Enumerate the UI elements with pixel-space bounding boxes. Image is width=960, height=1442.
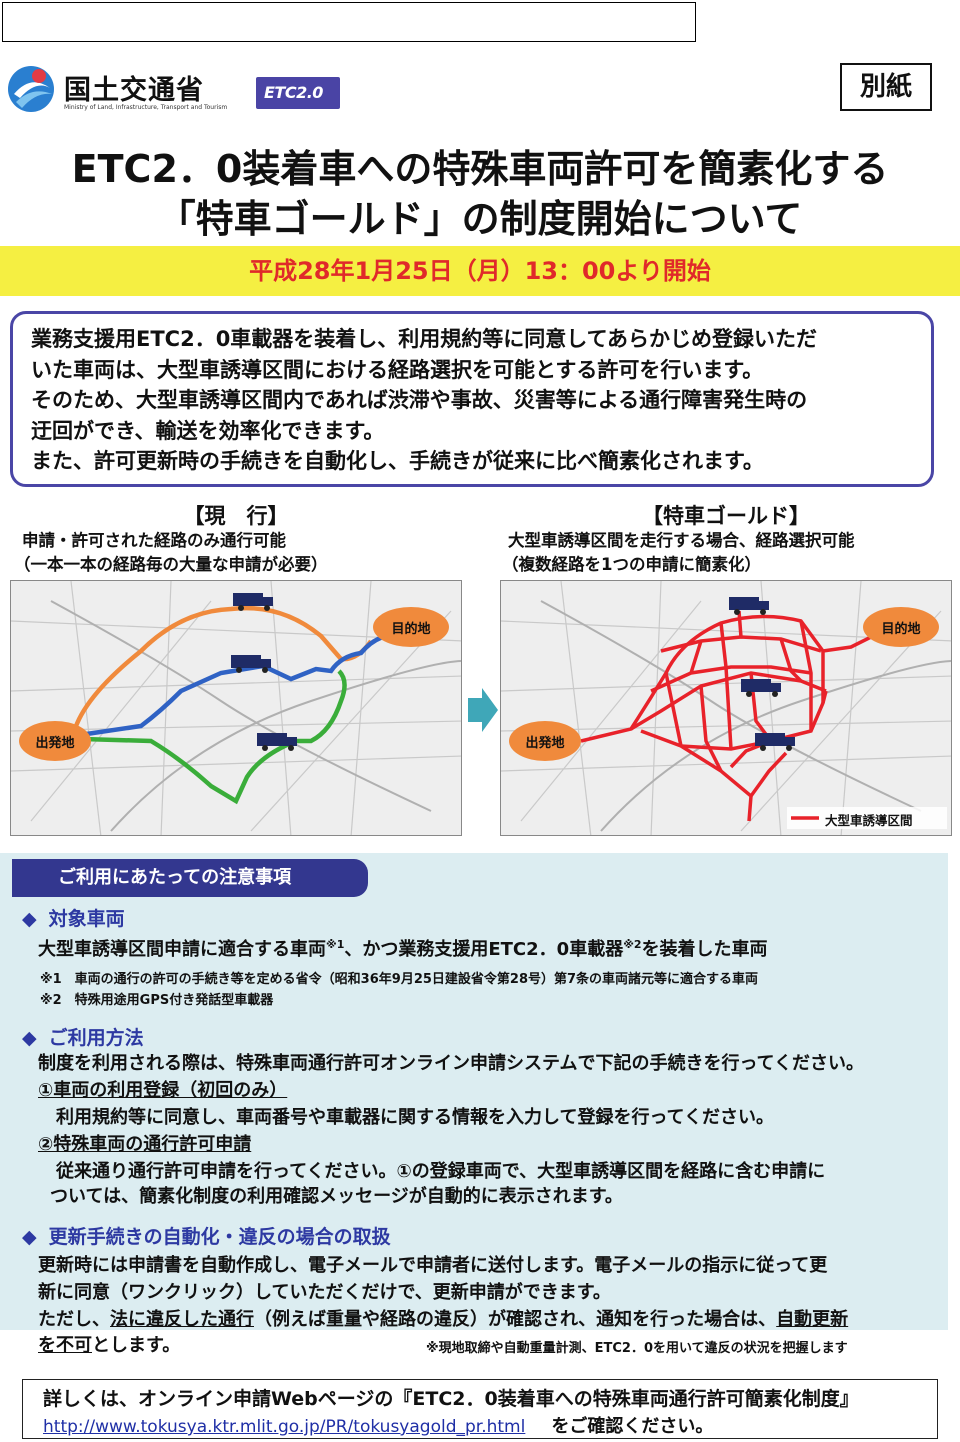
intro-line: 迂回ができ、輸送を効率化できます。 <box>31 418 385 443</box>
usage-heading: ◆ ご利用方法 <box>22 1023 144 1050</box>
truck-icon <box>233 593 273 611</box>
mlit-logo: 国土交通省 Ministry of Land, Infrastructure, … <box>4 62 234 122</box>
origin-label: 出発地 <box>35 736 75 751</box>
footer-line-2: http://www.tokusya.ktr.mlit.go.jp/PR/tok… <box>43 1412 917 1438</box>
usage-step1-title: ①車両の利用登録（初回のみ） <box>38 1080 288 1101</box>
etc-logo-icon: ETC2.0 <box>256 77 340 109</box>
renewal-footnote: ※現地取締や自動重量計測、ETC2．0を用いて違反の状況を把握します <box>426 1341 848 1356</box>
current-desc-2: （一本一本の経路毎の大量な申請が必要） <box>14 555 328 574</box>
gold-route-map: 出発地 目的地 大型車誘導区間 <box>500 580 952 836</box>
header-blank-box <box>2 2 696 42</box>
renewal-line-1: 更新時には申請書を自動作成し、電子メールで申請者に送付します。電子メールの指示に… <box>38 1255 828 1276</box>
diamond-bullet-icon: ◆ <box>22 1226 37 1248</box>
footnote-ref-1: ※1 <box>326 938 345 951</box>
truck-icon <box>755 733 795 751</box>
intro-box: 業務支援用ETC2．0車載器を装着し、利用規約等に同意してあらかじめ登録いただ … <box>10 311 934 487</box>
intro-line: 業務支援用ETC2．0車載器を装着し、利用規約等に同意してあらかじめ登録いただ <box>31 327 818 351</box>
diamond-bullet-icon: ◆ <box>22 908 37 930</box>
section-heading-text: ご利用方法 <box>48 1027 144 1049</box>
renewal-violation-text: 法に違反した通行 <box>110 1309 254 1330</box>
section-heading-text: 対象車両 <box>48 908 125 930</box>
renewal-heading: ◆ 更新手続きの自動化・違反の場合の取扱 <box>22 1222 391 1249</box>
footer-box: 詳しくは、オンライン申請Webページの『ETC2．0装着車への特殊車両通行許可簡… <box>22 1379 938 1439</box>
start-date-banner: 平成28年1月25日（月）13：00より開始 <box>0 246 960 296</box>
mlit-logo-icon <box>8 66 54 112</box>
renewal-text: （例えば重量や経路の違反）が確認され、通知を行った場合は、 <box>254 1309 777 1330</box>
target-note-2: ※2 特殊用途用GPS付き発話型車載器 <box>40 993 274 1008</box>
truck-icon <box>231 655 271 673</box>
current-desc-1: 申請・許可された経路のみ通行可能 <box>22 531 286 550</box>
target-vehicle-text: 大型車誘導区間申請に適合する車両※1、かつ業務支援用ETC2．0車載器※2を装着… <box>38 935 768 961</box>
footer-url-link[interactable]: http://www.tokusya.ktr.mlit.go.jp/PR/tok… <box>43 1417 526 1437</box>
mlit-logo-name: 国土交通省 <box>64 75 204 106</box>
renewal-text: とします。 <box>92 1335 181 1356</box>
usage-step1-text: 利用規約等に同意し、車両番号や車載器に関する情報を入力して登録を行ってください。 <box>56 1107 775 1128</box>
current-heading: 【現 行】 <box>183 504 289 528</box>
notice-section <box>0 853 948 1330</box>
renewal-text: ただし、 <box>38 1309 110 1330</box>
renewal-auto-renew-text: 自動更新 <box>776 1309 849 1330</box>
diamond-bullet-icon: ◆ <box>22 1027 37 1049</box>
footer-line-1: 詳しくは、オンライン申請Webページの『ETC2．0装着車への特殊車両通行許可簡… <box>43 1388 859 1410</box>
usage-step2-title: ②特殊車両の通行許可申請 <box>38 1134 252 1155</box>
destination-label: 目的地 <box>391 622 431 637</box>
renewal-line-3: ただし、法に違反した通行（例えば重量や経路の違反）が確認され、通知を行った場合は… <box>38 1305 848 1331</box>
target-text-c: を装着した車両 <box>641 939 768 960</box>
notice-tab-title: ご利用にあたっての注意事項 <box>12 859 368 897</box>
page-title-line1: ETC2．0装着車への特殊車両許可を簡素化する <box>71 147 889 191</box>
footnote-ref-2: ※2 <box>623 938 642 951</box>
attachment-label: 別紙 <box>840 63 932 111</box>
map-legend-label: 大型車誘導区間 <box>825 813 913 828</box>
target-vehicle-heading: ◆ 対象車両 <box>22 904 125 931</box>
current-route-map: 出発地 目的地 <box>10 580 462 836</box>
mlit-logo-subtitle: Ministry of Land, Infrastructure, Transp… <box>64 104 228 111</box>
footer-line-2-rest: をご確認ください。 <box>551 1416 714 1437</box>
usage-step2-text-1: 従来通り通行許可申請を行ってください。①の登録車両で、大型車誘導区間を経路に含む… <box>56 1161 826 1182</box>
usage-intro: 制度を利用される際は、特殊車両通行許可オンライン申請システムで下記の手続きを行っ… <box>38 1053 865 1074</box>
truck-icon <box>257 733 297 751</box>
target-note-1: ※1 車両の通行の許可の手続き等を定める省令（昭和36年9月25日建設省令第28… <box>40 972 759 987</box>
etc-logo-text: ETC2.0 <box>264 83 323 102</box>
section-heading-text: 更新手続きの自動化・違反の場合の取扱 <box>48 1226 391 1248</box>
truck-icon <box>741 679 781 697</box>
gold-heading: 【特車ゴールド】 <box>642 504 810 528</box>
renewal-line-2: 新に同意（ワンクリック）していただくだけで、更新申請ができます。 <box>38 1282 611 1303</box>
target-text-a: 大型車誘導区間申請に適合する車両 <box>38 939 326 960</box>
gold-desc-2: （複数経路を1つの申請に簡素化） <box>502 555 761 574</box>
intro-line: いた車両は、大型車誘導区間における経路選択を可能とする許可を行います。 <box>31 357 764 382</box>
truck-icon <box>729 597 769 615</box>
renewal-line-4: を不可とします。 <box>38 1331 180 1357</box>
intro-line: そのため、大型車誘導区間内であれば渋滞や事故、災害等による通行障害発生時の <box>31 388 808 412</box>
intro-line: また、許可更新時の手続きを自動化し、手続きが従来に比べ簡素化されます。 <box>31 449 764 473</box>
page-title-line2: 「特車ゴールド」の制度開始について <box>157 197 803 241</box>
arrow-right-icon <box>468 688 498 732</box>
renewal-not-allowed-text: を不可 <box>38 1335 92 1356</box>
gold-desc-1: 大型車誘導区間を走行する場合、経路選択可能 <box>508 531 855 550</box>
target-text-b: 、かつ業務支援用ETC2．0車載器 <box>344 939 624 960</box>
destination-label: 目的地 <box>881 622 921 637</box>
origin-label: 出発地 <box>525 736 565 751</box>
usage-step2-text-2: ついては、簡素化制度の利用確認メッセージが自動的に表示されます。 <box>50 1186 623 1207</box>
